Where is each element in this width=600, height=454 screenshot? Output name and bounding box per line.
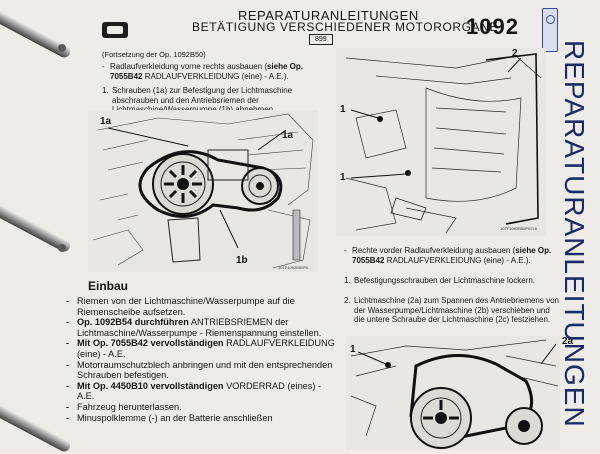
header-subtitle: BETÄTIGUNG VERSCHIEDENER MOTORORGANE <box>192 20 499 34</box>
list-item: 1.Befestigungsschrauben der Lichtmaschin… <box>344 276 535 285</box>
callout-1-bottom: 1 <box>350 344 356 355</box>
callout-1-lower: 1 <box>340 172 346 183</box>
right-step-2: 2.Lichtmaschine (2a) zum Spannen des Ant… <box>344 296 559 325</box>
wheel-arch-liner-diagram <box>336 48 546 236</box>
list-item: 2.Lichtmaschine (2a) zum Spannen des Ant… <box>344 296 559 325</box>
list-item: Minuspolklemme (-) an der Batterie ansch… <box>66 413 336 424</box>
callout-2: 2 <box>512 48 518 59</box>
list-item: Fahrzeug herunterlassen. <box>66 402 336 413</box>
einbau-list: Riemen von der Lichtmaschine/Wasserpumpe… <box>66 296 336 423</box>
right-bullet-removal: Rechte vorder Radlaufverkleidung ausbaue… <box>344 246 559 265</box>
binder-ring-bottom <box>0 400 73 454</box>
header-title: REPARATURANLEITUNGEN <box>238 8 419 23</box>
list-item: Mit Op. 4450B10 vervollständigen VORDERR… <box>66 381 336 402</box>
list-item: Radlaufverkleidung vorne rechts ausbauen… <box>102 62 328 81</box>
belt-tension-diagram <box>346 336 560 450</box>
list-item: Motorraumschutzblech anbringen und mit d… <box>66 360 336 381</box>
figure-id-left: 10TF1092B50P0... <box>278 265 312 270</box>
binder-hole <box>58 44 66 52</box>
index-tab-icon <box>542 8 558 52</box>
binder-hole <box>58 244 66 252</box>
alternator-belt-diagram <box>88 110 318 272</box>
continuation-note: (Fortsetzung der Op. 1092B50) <box>102 50 206 59</box>
page-number-box: 899 <box>309 34 333 45</box>
right-step-1: 1.Befestigungsschrauben der Lichtmaschin… <box>344 276 559 286</box>
callout-2a: 2a <box>562 336 574 347</box>
list-item: Op. 1092B54 durchführen ANTRIEBSRIEMEN d… <box>66 317 336 338</box>
list-item: Riemen von der Lichtmaschine/Wasserpumpe… <box>66 296 336 317</box>
list-item: 1.Schrauben (1a) zur Befestigung der Lic… <box>102 86 293 115</box>
figure-id-right: 10TF1092B50P0216 <box>500 226 537 231</box>
brand-logo-icon <box>102 22 128 38</box>
sidebar-vertical-title: REPARATURANLEITUNGEN <box>560 40 590 428</box>
list-item: Mit Op. 7055B42 vervollständigen RADLAUF… <box>66 338 336 359</box>
callout-1a-right: 1a <box>282 130 294 141</box>
section-number: 1092 <box>466 14 519 39</box>
left-bullet-removal: Radlaufverkleidung vorne rechts ausbauen… <box>102 62 328 81</box>
callout-1-upper: 1 <box>340 104 346 115</box>
einbau-heading: Einbau <box>88 279 129 293</box>
left-step-1: 1.Schrauben (1a) zur Befestigung der Lic… <box>102 86 330 115</box>
callout-1a-left: 1a <box>100 116 112 127</box>
callout-1b: 1b <box>236 255 248 266</box>
list-item: Rechte vorder Radlaufverkleidung ausbaue… <box>344 246 559 265</box>
